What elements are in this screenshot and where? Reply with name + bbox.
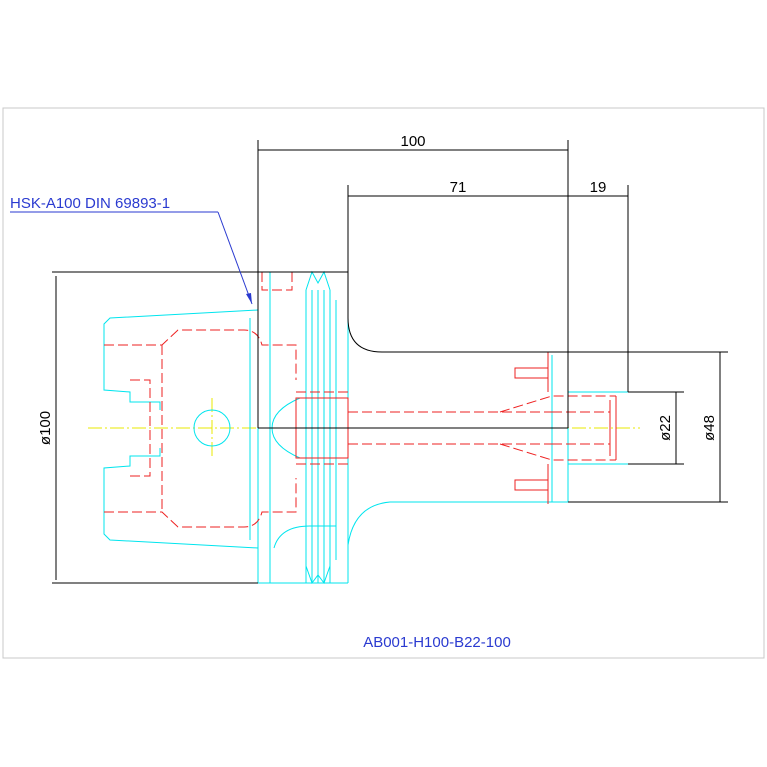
dim-length-71: 71: [450, 179, 467, 196]
dim-length-19: 19: [590, 179, 607, 196]
drawing-frame: [2, 107, 765, 659]
dim-diameter-22: ø22: [657, 415, 674, 441]
dim-diameter-100: ø100: [37, 411, 54, 445]
part-number: AB001-H100-B22-100: [363, 634, 511, 651]
hidden-details: [104, 272, 617, 528]
part-label: HSK-A100 DIN 69893-1: [10, 195, 170, 212]
dim-diameter-48: ø48: [701, 415, 718, 441]
holder-outline: [52, 271, 569, 584]
dimension-lines: [55, 140, 728, 580]
part-label-leader: [10, 211, 253, 305]
dim-overall-length: 100: [400, 133, 425, 150]
